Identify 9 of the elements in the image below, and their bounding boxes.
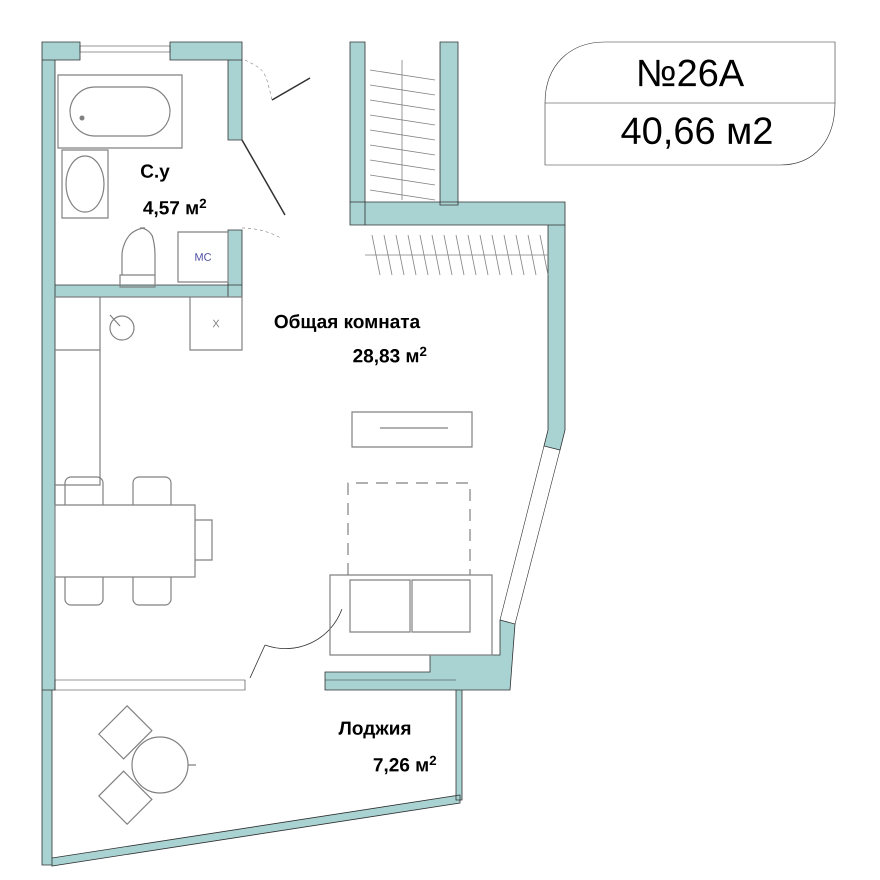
room-name: С.у: [141, 164, 170, 182]
info-box: №26А 40,66 м2: [544, 42, 836, 166]
room-name: Лоджия: [338, 722, 410, 738]
equipment-box: Х: [189, 296, 243, 351]
equipment-box: МС: [177, 231, 229, 283]
area-label: 28,83 м$^{2}$: [353, 346, 426, 366]
area-label: 7,26 м$^{2}$: [374, 756, 436, 774]
room-name: Общая комната: [274, 314, 420, 332]
area-label: 4,57 м$^{2}$: [143, 198, 206, 218]
